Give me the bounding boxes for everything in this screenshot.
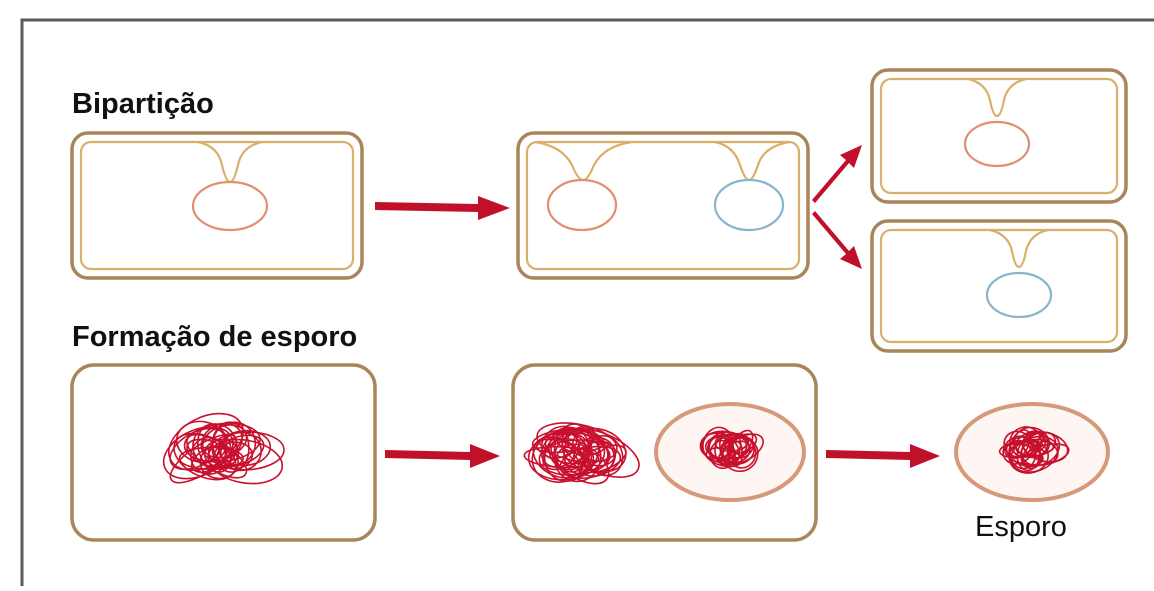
fission-cell-1 [70,131,364,280]
daughter-cell-top [870,68,1128,204]
fission-arrow-1 [375,196,510,220]
daughter-cell-bottom [870,219,1128,353]
dna-loop [1027,432,1046,452]
fission-arrow-down [812,211,862,269]
dna-loop [726,436,757,469]
free-spore [954,402,1110,502]
dna-loop [1003,430,1032,458]
dna-tangle-spore [699,426,764,473]
spore-cell-2 [511,363,818,542]
cell-wall [870,219,1128,353]
dna-loop [548,426,591,471]
cell-membrane [879,228,1119,344]
spore-arrow-2 [826,444,940,468]
cell-wall [516,131,810,280]
fission-arrow-up [812,145,862,203]
fission-cell-2 [516,131,810,280]
dna-tangle-mother [523,422,640,485]
nucleoid [191,180,269,232]
dna-loop [1008,429,1031,460]
mesosome [989,228,1049,269]
figure-frame [20,18,1154,586]
dna-loop [207,431,285,471]
dna-tangle-free [998,426,1070,474]
cell-membrane [79,140,355,271]
dna-tangle [162,412,285,485]
cell-wall [70,131,364,280]
dna-loop [162,426,234,480]
spore-arrow-1 [385,444,500,468]
dna-loop [200,422,243,462]
dna-loop [729,433,758,454]
dna-loop [553,423,592,473]
mesosome [967,77,1027,118]
nucleoid-orange [546,178,618,232]
dna-loop [704,434,750,460]
dna-loop [192,423,238,469]
dna-loop [173,432,237,481]
dna-loop [1008,436,1037,470]
dna-loop [211,421,257,467]
binary-fission-title: Bipartição [72,88,214,120]
dna-loop [709,439,736,470]
nucleoid [985,271,1053,319]
dna-loop [559,445,622,479]
spore-label: Esporo [975,511,1067,543]
cell-membrane [525,140,801,271]
nucleoid [963,120,1031,168]
nucleoid-blue [713,178,785,232]
spore-cell-1 [70,363,377,542]
cell-wall [870,68,1128,204]
dna-loop [527,429,606,481]
dna-loop [577,444,627,474]
spore-formation-title: Formação de esporo [72,321,357,353]
cell-membrane [879,77,1119,195]
